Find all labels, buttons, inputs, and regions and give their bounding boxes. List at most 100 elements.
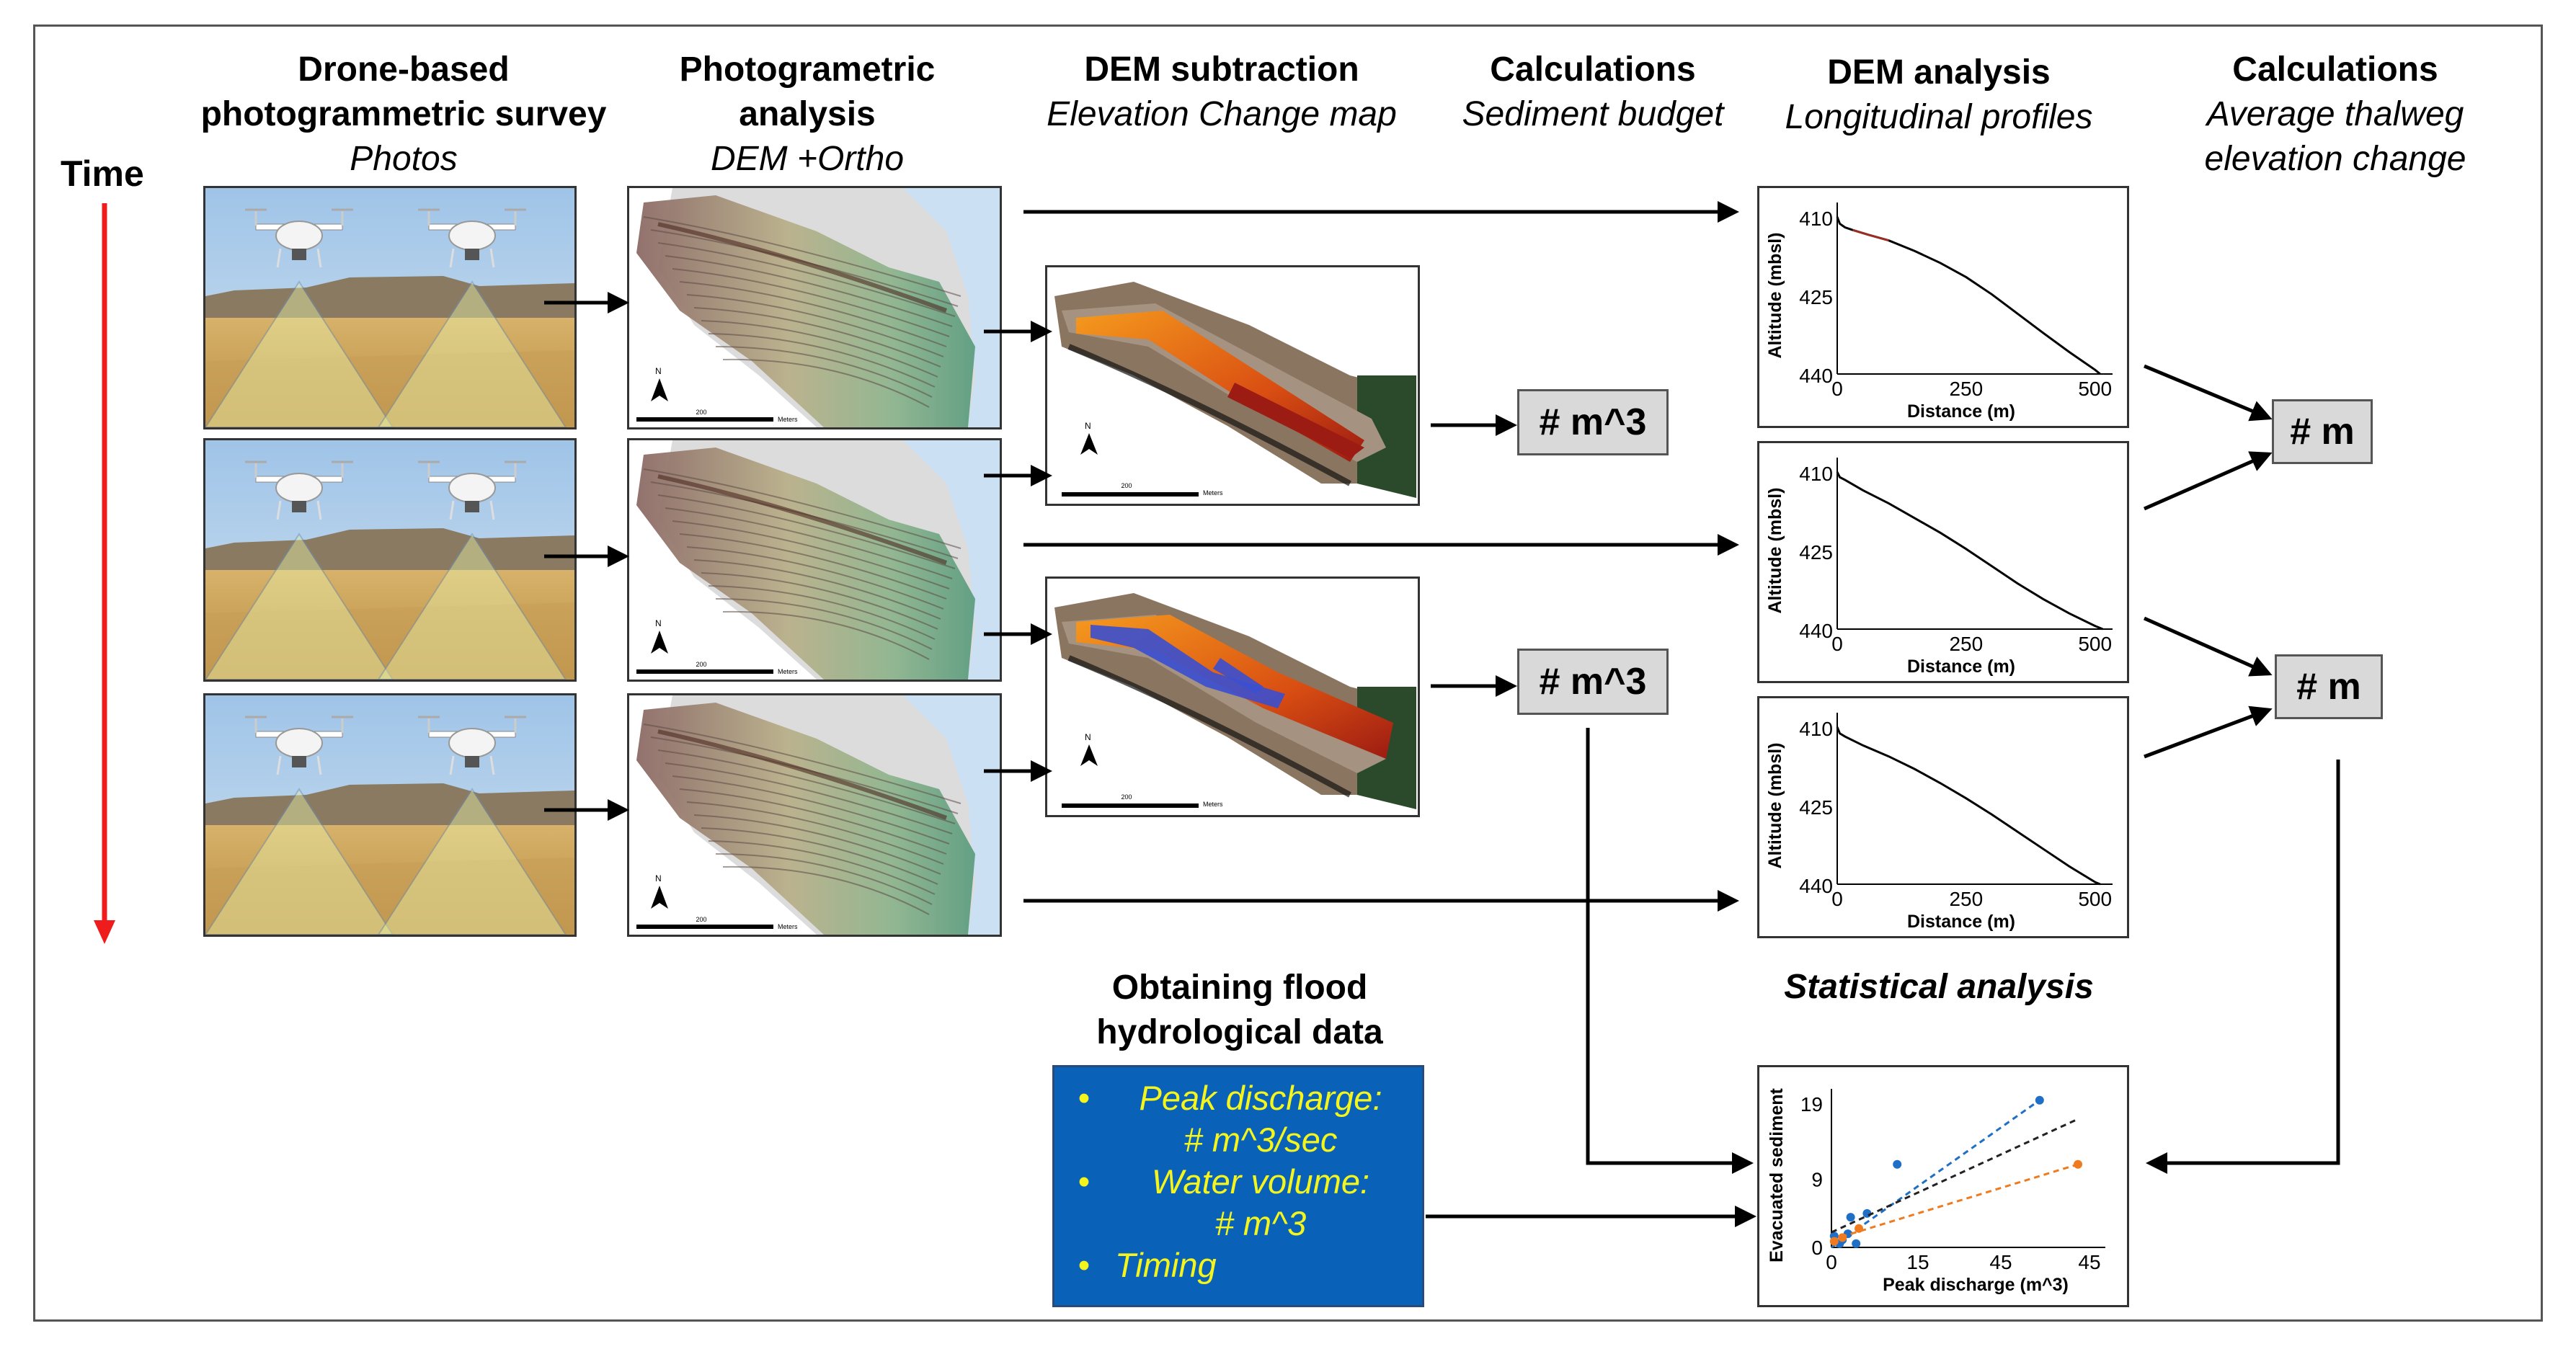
data-point (1855, 1224, 1863, 1233)
x-tick-label: 45 (2078, 1251, 2100, 1273)
sediment-budget-callout-2: # m^3 (1517, 649, 1669, 715)
drone-photo-panel-3 (203, 693, 577, 937)
trend-line (1831, 1099, 2040, 1249)
x-tick-label: 250 (1949, 888, 1983, 910)
y-tick-label: 410 (1799, 718, 1833, 740)
y-tick-label: 440 (1799, 620, 1833, 642)
flood-data-box: • Peak discharge: # m^3/sec • Water volume… (1052, 1065, 1424, 1307)
header-dem-subtraction: DEM subtraction Elevation Change map (1047, 50, 1397, 133)
header-flood-hydrological-data: Obtaining flood hydrological data (1096, 969, 1383, 1051)
x-tick-label: 45 (1989, 1251, 2012, 1273)
connector-arrow (2144, 705, 2273, 759)
y-axis-label: Evacuated sediment (1767, 1087, 1787, 1262)
x-tick-label: 500 (2078, 378, 2112, 400)
north-arrow-icon: N (1080, 732, 1098, 766)
flood-item-timing: Timing (1115, 1246, 1217, 1284)
header-calculations-thalweg: Calculations Average thalweg elevation c… (2204, 50, 2466, 178)
svg-text:N: N (655, 873, 662, 883)
x-tick-label: 0 (1826, 1251, 1837, 1273)
flood-item-peak-discharge-value: # m^3/sec (1183, 1121, 1338, 1159)
x-tick-label: 0 (1831, 633, 1843, 655)
drone-icon (418, 716, 526, 775)
svg-text:Meters: Meters (778, 416, 798, 423)
x-tick-label: 15 (1906, 1251, 1929, 1273)
svg-text:200: 200 (696, 916, 706, 923)
y-tick-label: 19 (1800, 1093, 1823, 1116)
data-point (1838, 1233, 1847, 1242)
data-point (1846, 1213, 1855, 1222)
y-tick-label: 0 (1811, 1237, 1823, 1259)
x-tick-label: 0 (1831, 888, 1843, 910)
data-point (1893, 1159, 1902, 1169)
sediment-budget-callout-1: # m^3 (1517, 389, 1669, 455)
x-tick-label: 500 (2078, 888, 2112, 910)
drone-icon (245, 460, 353, 520)
header-photogrammetric-analysis: Photogrametric analysis DEM +Ortho (679, 50, 936, 178)
data-point (2035, 1095, 2044, 1105)
x-tick-label: 0 (1831, 378, 1843, 400)
y-tick-label: 410 (1799, 208, 1833, 230)
north-arrow-icon: N (651, 618, 668, 654)
y-tick-label: 425 (1799, 796, 1833, 819)
profile-line (1836, 471, 2103, 631)
profile-line (1836, 726, 2101, 886)
drone-icon (418, 460, 526, 520)
x-tick-label: 250 (1949, 633, 1983, 655)
y-axis-label: Altitude (mbsl) (1765, 233, 1785, 359)
drone-photo-panel-2 (203, 438, 577, 682)
svg-text:200: 200 (696, 661, 706, 668)
y-axis-label: Altitude (mbsl) (1765, 743, 1785, 869)
svg-text:Meters: Meters (1203, 801, 1223, 808)
y-tick-label: 425 (1799, 286, 1833, 308)
data-point (2074, 1159, 2082, 1169)
bullet: • (1078, 1079, 1091, 1117)
data-point (1829, 1237, 1839, 1246)
time-arrow (94, 203, 115, 944)
header-drone-survey: Drone-based photogrammetric survey Photo… (200, 50, 607, 178)
drone-photo-panel-1 (203, 186, 577, 429)
x-axis-label: Peak discharge (m^3) (1883, 1275, 2069, 1295)
svg-text:Meters: Meters (778, 923, 798, 930)
north-arrow-icon: N (1080, 421, 1098, 455)
drone-icon (418, 208, 526, 268)
y-tick-label: 425 (1799, 541, 1833, 564)
x-tick-label: 500 (2078, 633, 2112, 655)
profile-segment-highlight (1852, 228, 1889, 242)
connector-arrow (2155, 760, 2340, 1165)
bullet: • (1078, 1162, 1091, 1201)
svg-text:Meters: Meters (778, 668, 798, 675)
thalweg-change-callout-2: # m (2275, 654, 2383, 719)
trend-line (1831, 1163, 2079, 1241)
north-arrow-icon: N (651, 873, 668, 909)
trend-line (1831, 1118, 2079, 1234)
y-tick-label: 9 (1811, 1169, 1823, 1191)
y-tick-label: 440 (1799, 365, 1833, 387)
flood-item-peak-discharge: Peak discharge: (1139, 1079, 1382, 1117)
y-tick-label: 410 (1799, 463, 1833, 485)
x-tick-label: 250 (1949, 378, 1983, 400)
svg-text:N: N (655, 618, 662, 628)
connector-arrow (2144, 364, 2273, 422)
y-axis-label: Altitude (mbsl) (1765, 488, 1785, 614)
bullet: • (1078, 1246, 1091, 1284)
x-axis-label: Distance (m) (1907, 912, 2015, 932)
x-axis-label: Distance (m) (1907, 401, 2015, 422)
data-point (1852, 1239, 1861, 1248)
statistical-analysis-title: Statistical analysis (1784, 968, 2094, 1006)
connector-arrow (2143, 451, 2273, 511)
svg-text:200: 200 (1121, 482, 1132, 489)
connector-arrow (1586, 728, 1744, 1165)
flood-item-water-volume: Water volume: (1151, 1162, 1370, 1201)
svg-text:N: N (1085, 732, 1091, 742)
drone-icon (245, 208, 353, 268)
svg-text:N: N (1085, 421, 1091, 431)
svg-text:200: 200 (696, 409, 706, 416)
